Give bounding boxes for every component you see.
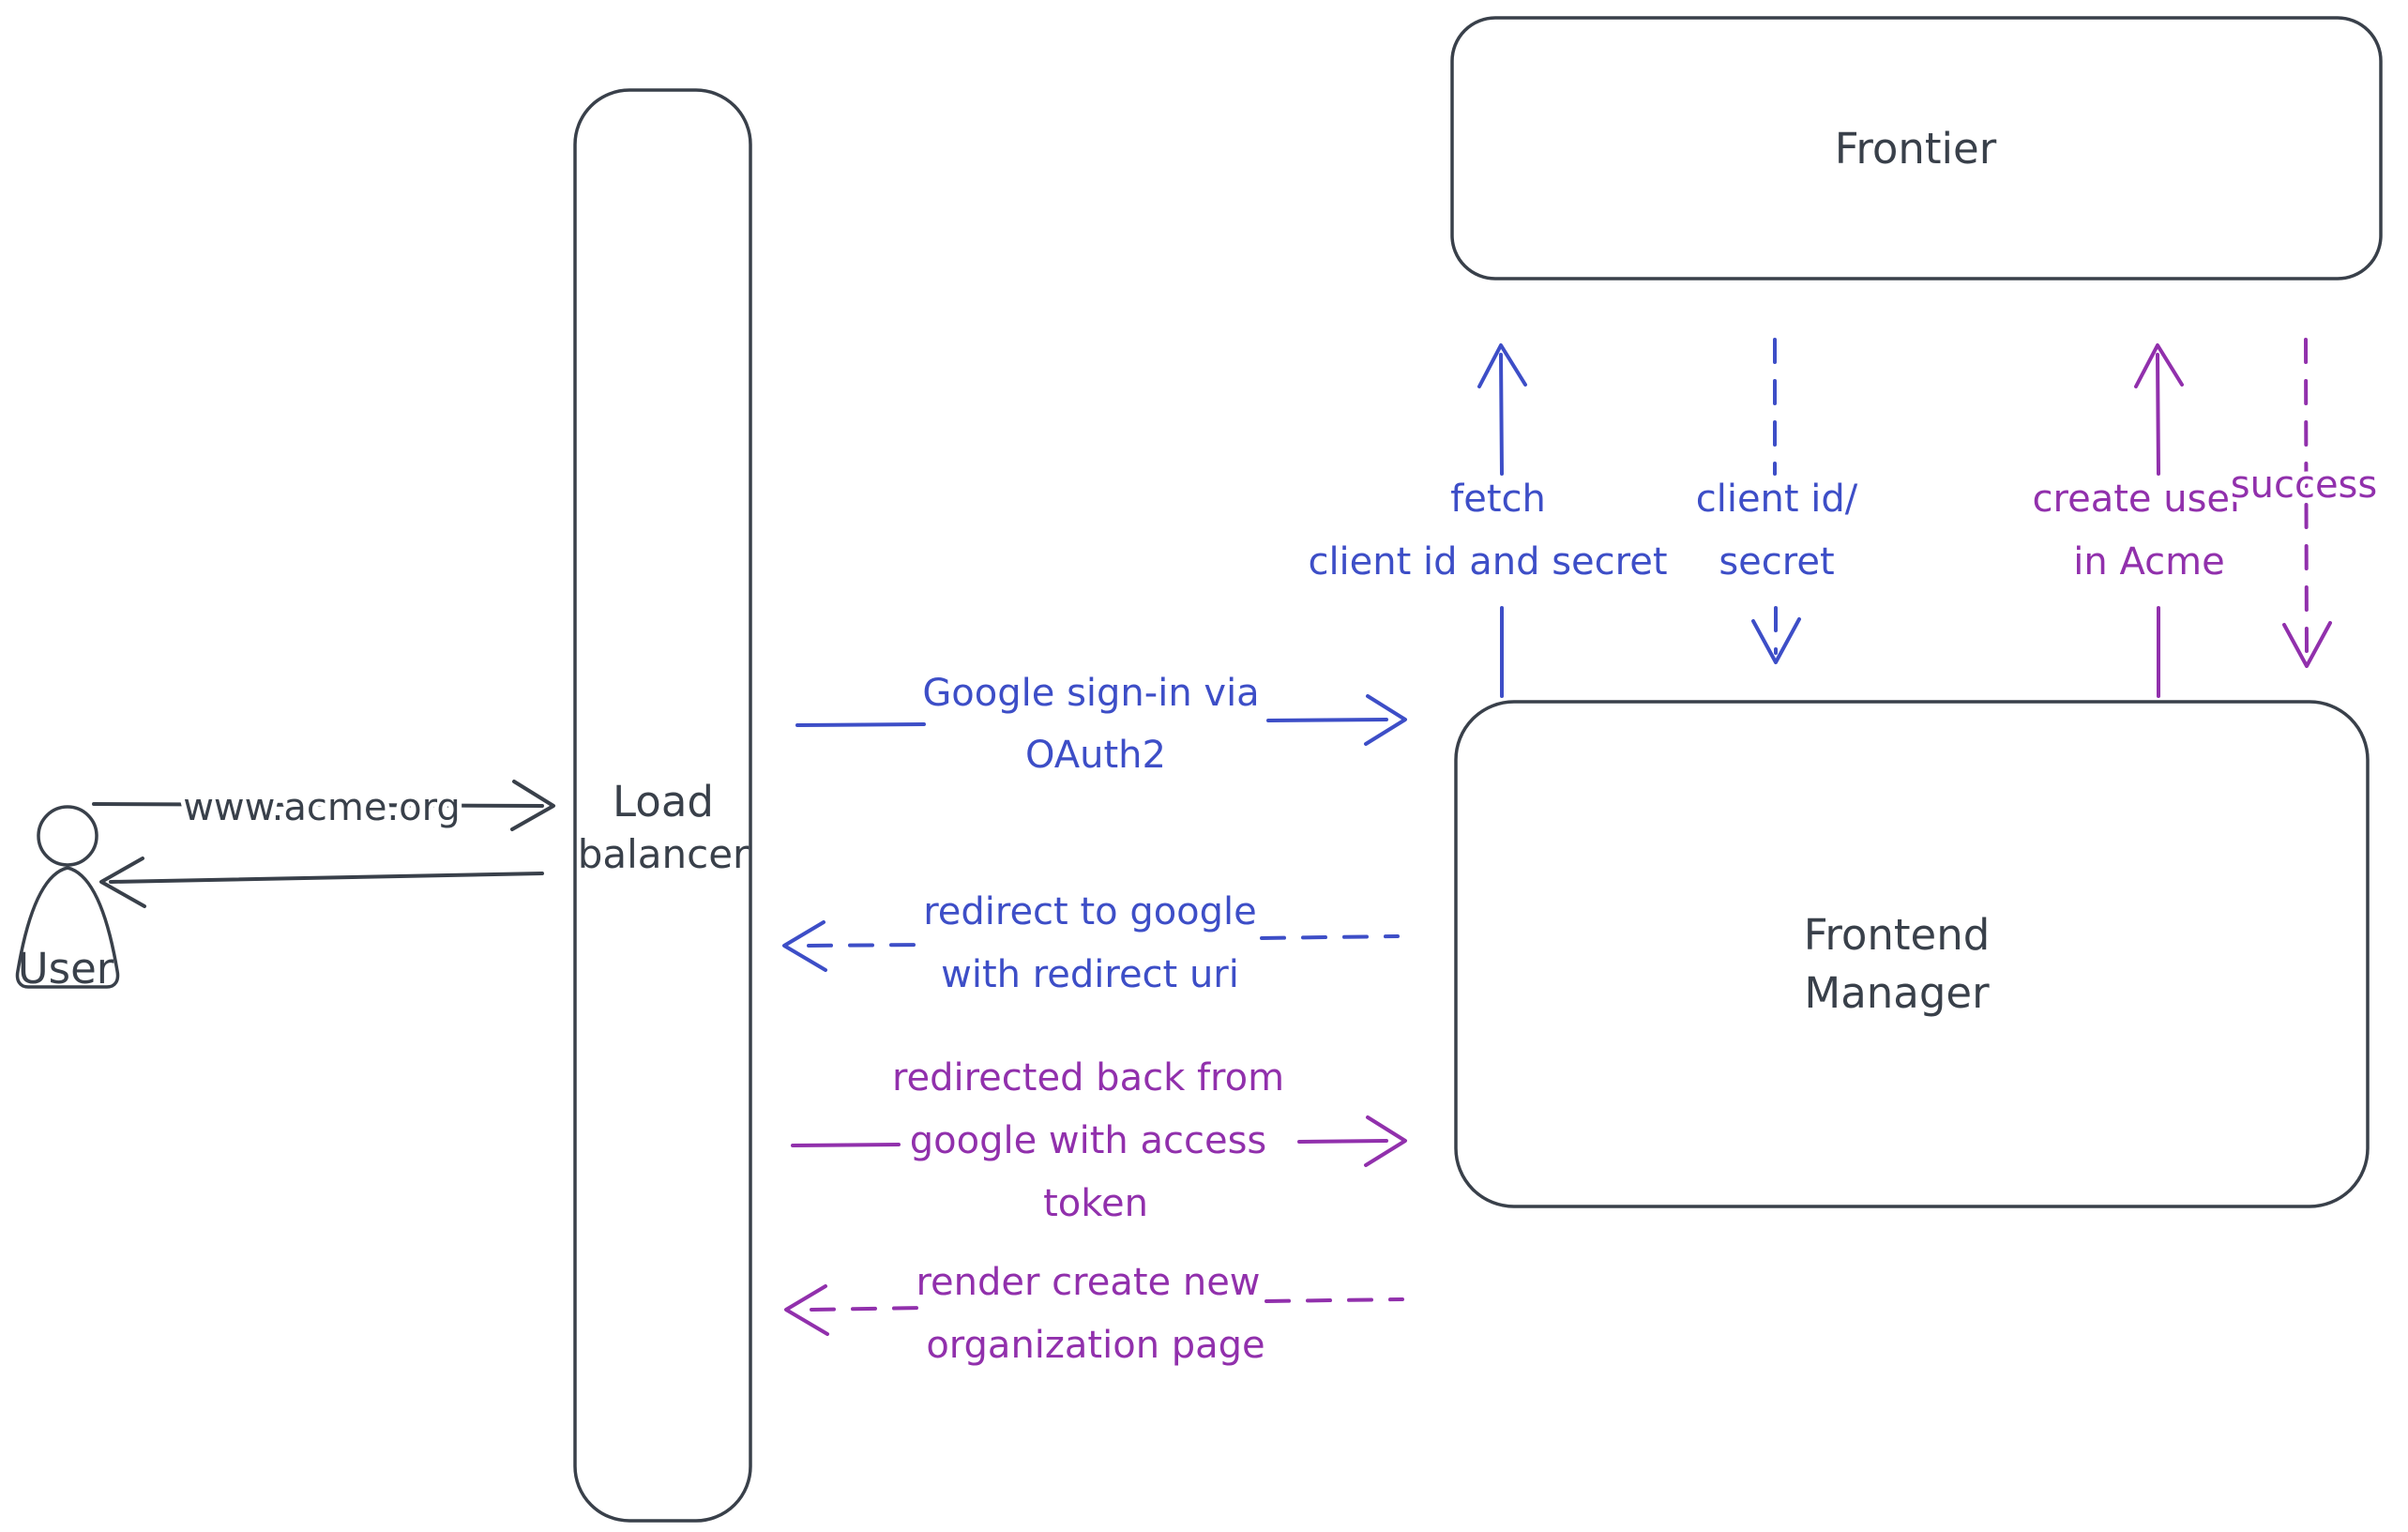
arrow-render-org: render create new organization page (784, 1256, 1404, 1372)
load-balancer-node: Load balancer (573, 88, 752, 1523)
arrow-google-signin-line-left (795, 722, 926, 727)
arrow-redirect-google-head (782, 920, 827, 972)
fetch-secret-label-line1: fetch (1450, 478, 1546, 521)
load-balancer-box (573, 88, 752, 1523)
user-icon-head (37, 805, 98, 867)
arrow-create-user-head (2134, 343, 2184, 388)
render-org-label-line1: render create new (916, 1261, 1260, 1304)
arrow-lb-to-user (99, 857, 544, 908)
load-balancer-label-line2: balancer (578, 831, 750, 877)
arrow-render-org-line-right (1265, 1297, 1404, 1303)
arrow-www-acme-head (510, 780, 555, 831)
arrow-render-org-head (784, 1284, 829, 1336)
frontend-manager-label-line2: Manager (1804, 968, 1990, 1018)
client-id-secret-label-line2: secret (1719, 540, 1834, 584)
arrow-success-line (2304, 338, 2309, 659)
redirect-google-label-line2: with redirect uri (941, 953, 1239, 996)
www-acme-label: www.acme.org (183, 786, 461, 829)
fetch-secret-label-line2: client id and secret (1308, 540, 1667, 584)
render-org-label-line2: organization page (926, 1324, 1265, 1367)
arrow-redirect-google-line-right (1260, 934, 1400, 940)
redirect-google-label-line1: redirect to google (923, 890, 1257, 933)
arrow-www-acme-line (92, 802, 544, 808)
arrow-lb-to-user-line (109, 872, 544, 884)
user-icon-body (15, 866, 120, 989)
arrow-client-id-secret: client id/ secret (1691, 338, 1863, 664)
arrow-success-head (2282, 621, 2332, 668)
frontier-node: Frontier (1450, 16, 2383, 281)
arrow-success: success (2226, 338, 2382, 668)
user-actor: User (15, 805, 120, 994)
arrow-redirect-google: redirect to google with redirect uri (782, 886, 1400, 1001)
success-label: success (2231, 463, 2377, 507)
arrow-client-id-secret-head (1751, 617, 1801, 664)
redirected-back-label-line2: google with access (910, 1119, 1267, 1162)
arrow-redirect-google-line-left (807, 943, 926, 948)
user-label: User (18, 944, 114, 994)
arrow-google-signin: Google sign-in via OAuth2 (795, 667, 1407, 781)
create-user-label-line2: in Acme (2073, 540, 2224, 584)
frontend-manager-box (1454, 700, 2370, 1208)
arrow-redirected-back-line-right (1297, 1139, 1388, 1144)
load-balancer-label-line1: Load (613, 777, 714, 827)
arrow-fetch-secret-line-top (1499, 353, 1504, 476)
google-signin-label-line1: Google sign-in via (922, 672, 1259, 715)
arrow-fetch-secret: fetch client id and secret (1303, 343, 1673, 698)
client-id-secret-label-line1: client id/ (1696, 478, 1858, 521)
frontend-manager-label-line1: Frontend (1804, 910, 1991, 960)
google-signin-label-line2: OAuth2 (1025, 734, 1166, 777)
frontend-manager-node: Frontend Manager (1454, 700, 2370, 1208)
arrow-create-user: create user in Acme (2028, 343, 2250, 698)
redirected-back-label-line3: token (1043, 1182, 1148, 1225)
arrow-www-acme: www.acme.org (92, 780, 555, 834)
arrow-lb-to-user-head (99, 857, 146, 908)
frontier-label: Frontier (1835, 124, 1997, 174)
arrow-render-org-line-left (810, 1306, 926, 1312)
frontier-box (1450, 16, 2383, 281)
redirected-back-label-line1: redirected back from (892, 1056, 1284, 1100)
create-user-label-line1: create user (2033, 478, 2246, 521)
arrow-google-signin-head (1364, 694, 1407, 746)
arrow-redirected-back: redirected back from google with access … (791, 1052, 1407, 1230)
arrow-redirected-back-head (1364, 1115, 1407, 1167)
arrow-fetch-secret-head (1477, 343, 1527, 388)
